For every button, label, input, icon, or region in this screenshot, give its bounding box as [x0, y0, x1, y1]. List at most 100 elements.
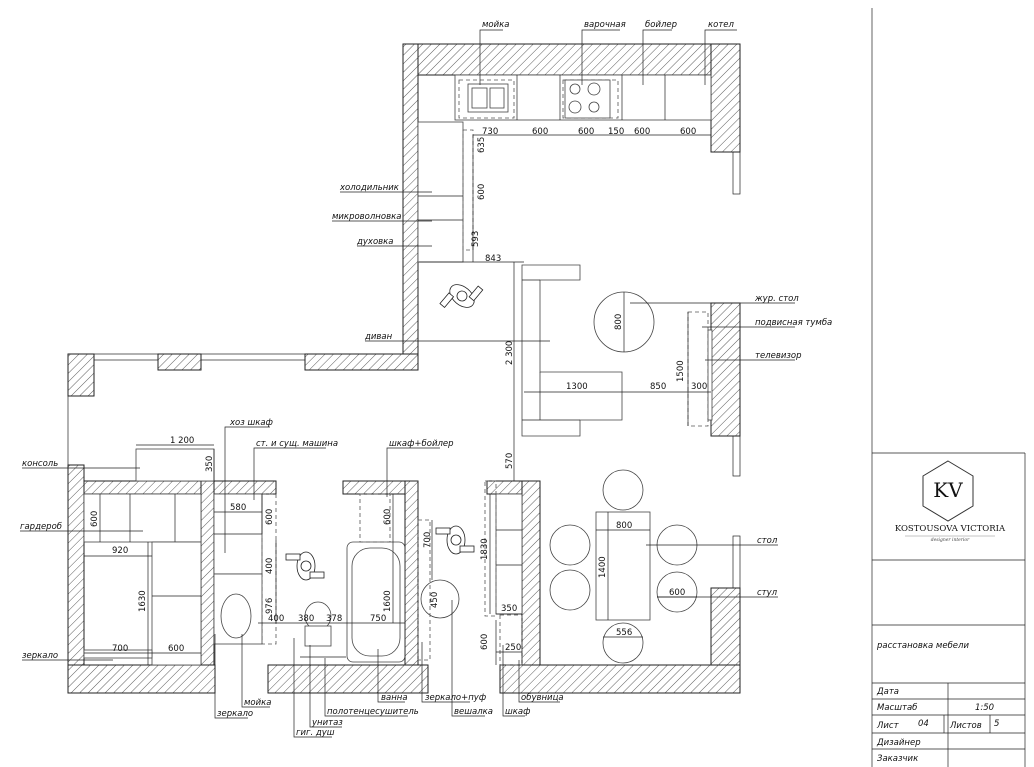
wall-kitchen-left	[402, 43, 419, 370]
svg-text:600: 600	[90, 511, 100, 527]
svg-text:1 200: 1 200	[170, 436, 194, 446]
wall-middle-left	[67, 353, 95, 397]
wardrobe	[83, 493, 202, 543]
hall-wardrobe	[495, 493, 523, 615]
label-st-mashina: ст. и сущ. машина	[256, 439, 338, 449]
pouf	[420, 579, 460, 619]
wall-wardrobe-top	[83, 480, 215, 495]
svg-text:1630: 1630	[138, 590, 148, 612]
svg-text:920: 920	[112, 546, 128, 556]
svg-text:843: 843	[485, 254, 501, 264]
svg-text:600: 600	[168, 644, 184, 654]
svg-text:1300: 1300	[566, 382, 588, 392]
svg-text:378: 378	[326, 614, 342, 624]
window-right-3	[732, 535, 741, 589]
chair	[549, 524, 591, 566]
logo-kv: KV	[933, 478, 963, 502]
chair	[602, 622, 644, 664]
date-label: Дата	[876, 687, 899, 697]
svg-text:750: 750	[370, 614, 386, 624]
svg-text:600: 600	[578, 127, 594, 137]
chair	[602, 469, 644, 511]
label-televizor: телевизор	[755, 351, 802, 361]
label-hoz-shkaf: хоз шкаф	[229, 418, 273, 428]
sheets-label: Листов	[949, 721, 982, 731]
wall-bath-top	[213, 480, 277, 495]
chair	[656, 571, 698, 613]
label-gig-dush: гиг. душ	[296, 728, 335, 738]
svg-text:600: 600	[532, 127, 548, 137]
svg-text:380: 380	[298, 614, 314, 624]
svg-text:1400: 1400	[598, 556, 608, 578]
window-mid-1	[93, 353, 159, 361]
svg-text:2 300: 2 300	[505, 341, 515, 365]
label-shkaf: шкаф	[505, 707, 530, 717]
label-vanna: ванна	[381, 693, 408, 703]
svg-text:1830: 1830	[480, 538, 490, 560]
tv	[707, 329, 713, 421]
svg-text:700: 700	[423, 532, 433, 548]
wall-bath-left	[200, 480, 215, 666]
svg-text:600: 600	[680, 127, 696, 137]
svg-text:300: 300	[691, 382, 707, 392]
svg-text:150: 150	[608, 127, 624, 137]
label-boiler: бойлер	[645, 20, 677, 30]
sheet-label: Лист	[876, 721, 900, 731]
svg-text:593: 593	[471, 231, 481, 247]
tv-stand	[687, 311, 709, 427]
wall-right-upper	[710, 43, 741, 153]
wall-right-middle	[710, 302, 741, 437]
wall-bottom-center	[267, 664, 429, 694]
svg-text:600: 600	[634, 127, 650, 137]
person-figure	[285, 551, 325, 581]
wardrobe-side	[151, 541, 202, 666]
svg-text:1600: 1600	[383, 590, 393, 612]
people	[285, 284, 484, 581]
sheet-title: расстановка мебели	[876, 641, 969, 651]
window-mid-2	[200, 353, 306, 361]
designer-label: Дизайнер	[876, 738, 921, 748]
label-veshalka: вешалка	[454, 707, 493, 717]
svg-text:700: 700	[112, 644, 128, 654]
bathroom	[213, 493, 406, 663]
title-block: KV KOSTOUSOVA VICTORIA designer interior…	[871, 8, 1026, 767]
svg-text:635: 635	[477, 137, 487, 153]
mirror-left	[83, 649, 153, 659]
scale-value: 1:50	[975, 703, 994, 713]
wall-bath-right	[404, 480, 419, 666]
label-zerkalo: зеркало	[22, 651, 58, 661]
svg-text:580: 580	[230, 503, 246, 513]
svg-text:450: 450	[430, 592, 440, 608]
svg-text:730: 730	[482, 127, 498, 137]
kitchen	[417, 74, 712, 263]
label-shkaf-boiler: шкаф+бойлер	[389, 439, 454, 449]
person-figure	[439, 284, 484, 309]
label-varochnaya: варочная	[584, 20, 626, 30]
wall-left	[67, 464, 85, 694]
person-figure	[435, 525, 475, 555]
label-podvesnaya-tumba: подвисная тумба	[755, 318, 832, 328]
walls	[67, 43, 741, 694]
living	[521, 264, 713, 437]
sheet-value: 04	[918, 719, 929, 729]
sheets-value: 5	[994, 719, 999, 729]
label-zerkalo-bath: зеркало	[217, 709, 253, 719]
svg-text:850: 850	[650, 382, 666, 392]
label-kotel: котел	[708, 20, 735, 30]
label-mikrovolnovka: микроволновка	[332, 212, 401, 222]
shoe-rack	[499, 614, 523, 666]
scale-label: Масштаб	[877, 703, 917, 713]
svg-text:400: 400	[265, 558, 275, 574]
client-label: Заказчик	[877, 754, 919, 764]
label-divan: диван	[364, 332, 393, 342]
wall-middle-right	[304, 353, 419, 371]
console	[135, 448, 215, 482]
svg-text:400: 400	[268, 614, 284, 624]
svg-text:600: 600	[265, 509, 275, 525]
svg-text:600: 600	[669, 588, 685, 598]
label-polotencesushitel: полотенцесушитель	[327, 707, 419, 717]
label-moika-bath: мойка	[244, 698, 271, 708]
hanger	[417, 519, 431, 661]
svg-text:600: 600	[383, 509, 393, 525]
